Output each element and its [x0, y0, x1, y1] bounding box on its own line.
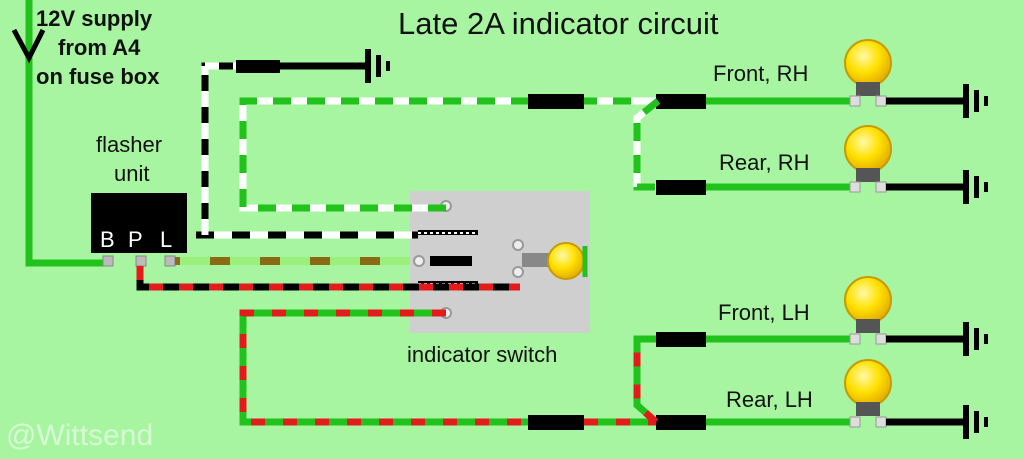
switch-warning-bulb-icon: [547, 242, 585, 280]
lamp-label-rear-rh: Rear, RH: [719, 150, 809, 175]
terminal-b-label: B: [100, 227, 115, 252]
supply-line-1: 12V supply: [36, 6, 153, 31]
earth-icon: [963, 322, 988, 356]
lamp-front-rh: [844, 39, 988, 118]
diagram-title: Late 2A indicator circuit: [398, 6, 719, 41]
terminal-l-pin: [164, 255, 176, 267]
wire-green-white-rh: [239, 94, 852, 212]
lamp-label-front-lh: Front, LH: [718, 300, 810, 325]
switch-label: indicator switch: [407, 342, 557, 367]
bulb-icon: [844, 39, 892, 87]
flasher-label-line-2: unit: [114, 161, 149, 186]
bulb-icon: [844, 276, 892, 324]
wire-green-red-lh: [239, 309, 852, 430]
lamp-label-rear-lh: Rear, LH: [726, 387, 813, 412]
earth-icon: [963, 170, 988, 204]
bulb-icon: [844, 125, 892, 173]
earth-icon: [365, 49, 390, 83]
lamp-rear-rh: [844, 125, 988, 204]
flasher-unit: B P L: [91, 193, 187, 267]
earth-icon: [963, 405, 988, 439]
wire-white-black-feed: [196, 60, 418, 239]
wire-green-brown: [175, 256, 472, 266]
flasher-label-line-1: flasher: [96, 132, 162, 157]
terminal-p-pin: [135, 255, 147, 267]
supply-arrow-icon: [11, 28, 46, 64]
supply-line-2: from A4: [58, 35, 141, 60]
supply-wire: [11, 0, 108, 267]
lamp-rear-lh: [844, 359, 988, 439]
watermark: @Wittsend: [6, 419, 153, 452]
lamp-front-lh: [844, 276, 988, 356]
terminal-p-label: P: [128, 227, 143, 252]
terminal-l-label: L: [160, 227, 172, 252]
bulb-icon: [844, 359, 892, 407]
supply-line-3: on fuse box: [36, 64, 160, 89]
earth-icon: [963, 84, 988, 118]
terminal-b-pin: [102, 255, 114, 267]
wire-red-black: [136, 266, 520, 291]
lamp-label-front-rh: Front, RH: [713, 61, 808, 86]
